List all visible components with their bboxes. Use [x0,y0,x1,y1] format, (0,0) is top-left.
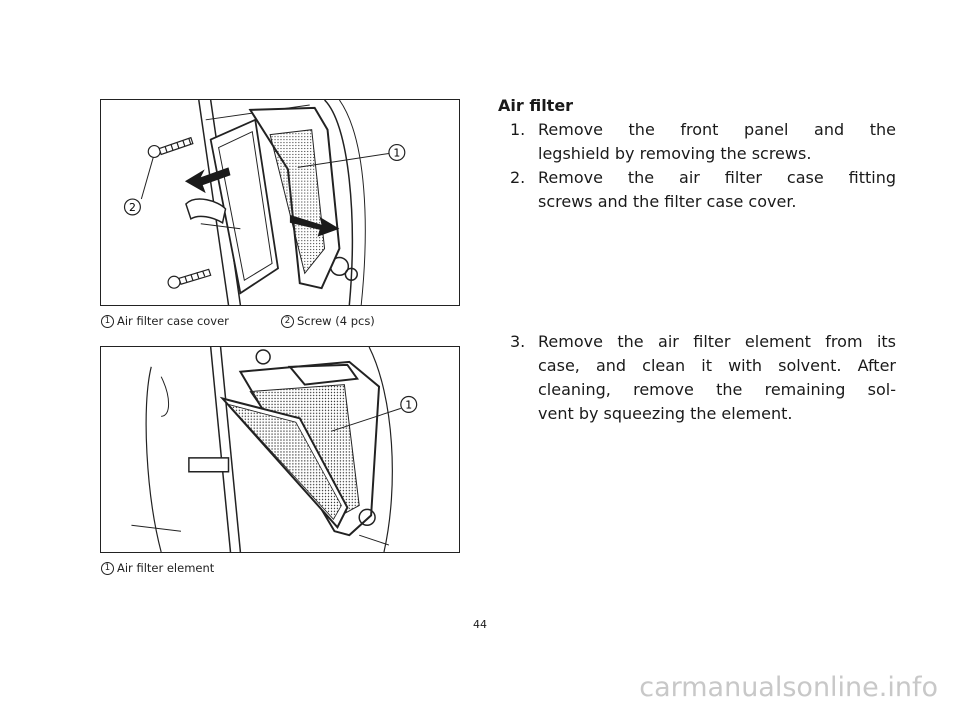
svg-text:1: 1 [393,146,400,159]
caption-text: Air filter element [117,561,215,575]
figure-caption-case-cover: 1 Air filter case cover [101,314,229,328]
figure-caption-screw: 2 Screw (4 pcs) [281,314,375,328]
step-line: legshield by removing the screws. [538,144,812,163]
step-line: cleaning, remove the remaining sol- [538,380,896,399]
watermark: carmanualsonline.info [639,672,938,703]
step-3: 3. Remove the air filter element from it… [498,330,896,426]
page-number: 44 [473,618,487,631]
step-2: 2. Remove the air filter case fitting sc… [498,166,896,214]
callout-1: 1 [400,395,418,413]
step-line: screws and the filter case cover. [538,192,797,211]
step-number: 2. [510,168,526,187]
step-line: Remove the air filter case fitting [538,168,896,187]
air-filter-element-illustration: 1 [100,346,460,553]
step-line: vent by squeezing the element. [538,404,793,423]
illustration-drawing: 1 [131,347,418,552]
caption-number: 1 [101,561,114,575]
caption-text: Screw (4 pcs) [297,314,375,328]
instructions-column: Air filter 1. Remove the front panel and… [498,96,896,423]
caption-text: Air filter case cover [117,314,229,328]
step-number: 3. [510,332,526,351]
step-line: Remove the air filter element from its [538,332,896,351]
caption-number: 1 [101,314,114,328]
callout-1: 1 [388,143,406,162]
svg-text:2: 2 [129,201,136,214]
step-line: case, and clean it with solvent. After [538,356,896,375]
air-filter-case-cover-illustration: 1 2 [100,99,460,306]
figure-caption-filter-element: 1 Air filter element [101,561,214,575]
caption-number: 2 [281,314,294,328]
section-heading: Air filter [498,96,574,115]
callout-2: 2 [123,198,141,216]
step-number: 1. [510,120,526,139]
illustration-drawing: 1 2 [123,100,406,305]
step-1: 1. Remove the front panel and the legshi… [498,118,896,166]
step-line: Remove the front panel and the [538,120,896,139]
svg-text:1: 1 [405,398,412,411]
